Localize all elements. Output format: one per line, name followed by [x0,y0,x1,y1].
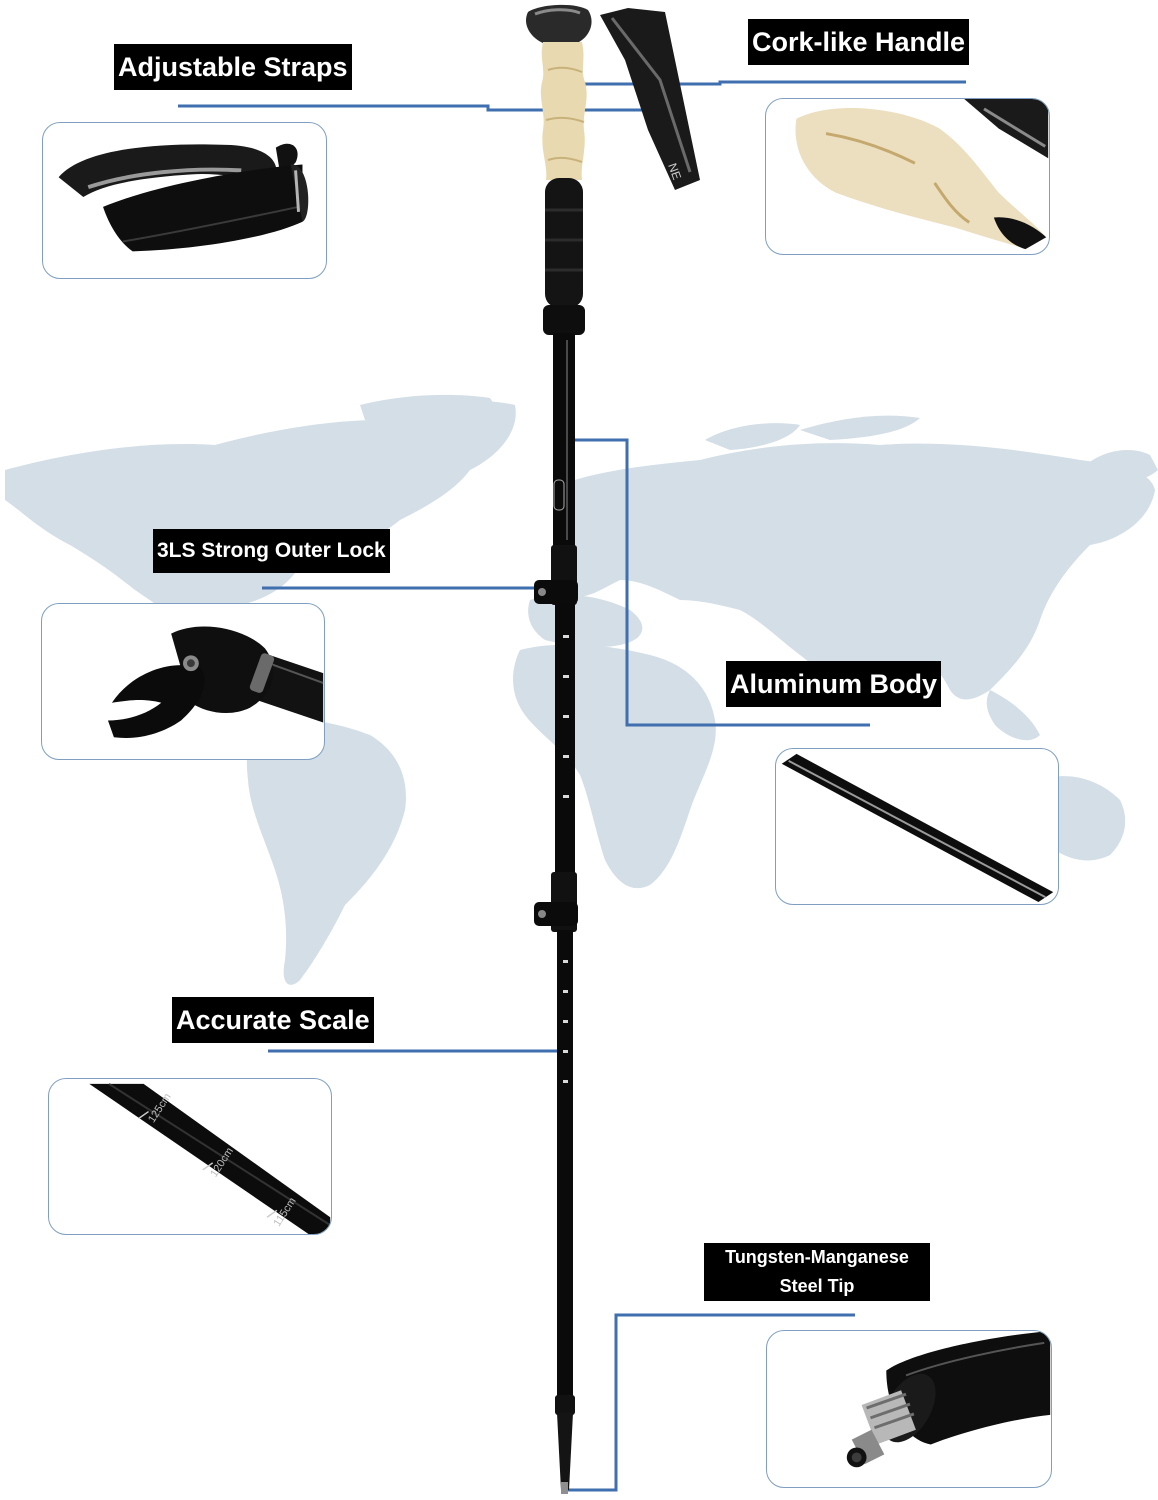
steel-tip-label-line1: Tungsten-Manganese [725,1247,909,1267]
scale-tube-image: 125cm 120cm 115cm [89,1083,331,1234]
outer-lock-image [107,626,324,739]
tip-detail-panel [766,1330,1052,1488]
accurate-scale-label: Accurate Scale [172,997,374,1043]
handle-cap [525,4,592,45]
handle-detail-panel [765,98,1050,255]
wrist-strap [600,8,700,190]
straps-detail-panel [42,122,327,279]
upper-shaft [553,333,575,548]
adjustable-straps-label: Adjustable Straps [114,44,352,90]
tip-connector [568,1313,855,1492]
scale-detail-panel: 125cm 120cm 115cm [48,1078,332,1235]
strap-loop-image [58,143,309,252]
strap-brand-text: NE [665,161,684,181]
aluminum-body-label: Aluminum Body [726,661,941,707]
outer-lock-label: 3LS Strong Outer Lock [153,529,390,573]
steel-tip-image [846,1331,1051,1468]
body-connector [566,438,870,727]
steel-tip-label: Tungsten-Manganese Steel Tip [704,1243,930,1301]
pole-tip [557,1413,573,1490]
foam-grip [545,178,583,308]
lock-detail-panel [41,603,325,760]
aluminum-tube-image [781,753,1054,903]
steel-tip-label-line2: Steel Tip [779,1276,855,1296]
cork-handle-image [795,99,1049,250]
cork-grip [540,42,587,180]
middle-shaft [555,603,575,873]
lower-shaft [557,930,573,1398]
body-detail-panel [775,748,1059,905]
cork-handle-label: Cork-like Handle [748,19,970,65]
